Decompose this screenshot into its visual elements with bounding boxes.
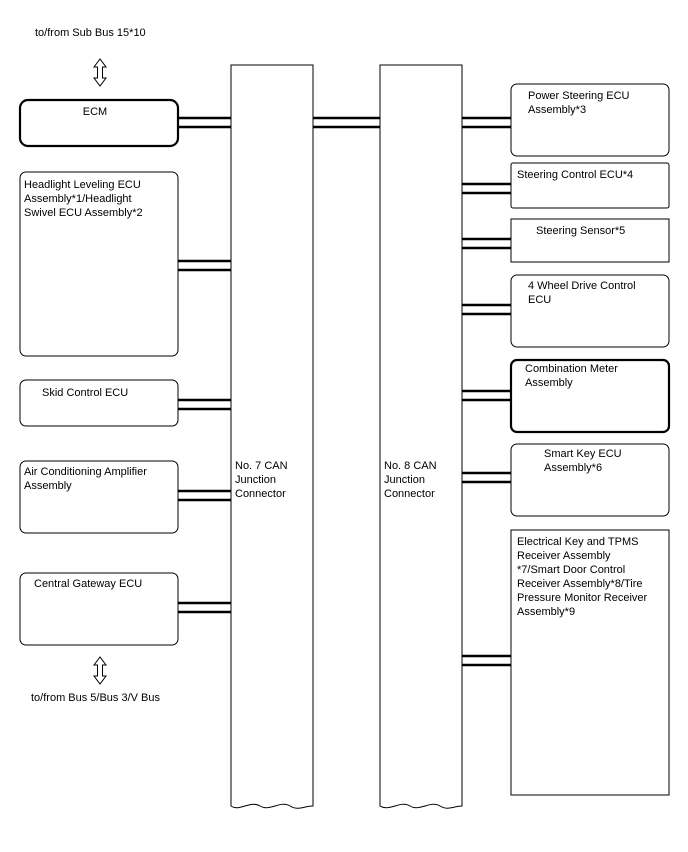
ecm-box — [18, 98, 180, 148]
ecm-label: ECM — [82, 106, 108, 118]
power-steering-ecu-label: Power Steering ECU Assembly*3 — [528, 90, 630, 116]
aircon-bus-line — [178, 489, 231, 502]
power-steering-bus-line — [462, 116, 511, 129]
steering-sensor-bus-line — [462, 237, 511, 250]
central-gateway-ecu-label: Central Gateway ECU — [34, 578, 143, 590]
skid-control-ecu-box — [19, 379, 179, 427]
central-gateway-ecu-box — [19, 572, 179, 646]
steering-control-ecu-label: Steering Control ECU*4 — [517, 169, 634, 181]
air-conditioning-amplifier-box — [19, 460, 179, 534]
combination-meter-box — [509, 358, 671, 434]
steering-control-ecu-box — [510, 162, 670, 209]
skid-bus-line — [178, 398, 231, 411]
junction-8-label: No. 8 CAN Junction Connector — [384, 460, 437, 500]
right-bus-connections — [462, 116, 511, 667]
gateway-bus-line — [178, 601, 231, 614]
tpms-receiver-box — [510, 529, 670, 796]
skid-control-ecu-label: Skid Control ECU — [42, 387, 129, 399]
4wd-control-ecu-label: 4 Wheel Drive Control ECU — [528, 280, 636, 306]
left-bus-connections — [178, 116, 231, 614]
junction-link-line — [313, 116, 380, 129]
tpms-bus-line — [462, 654, 511, 667]
4wd-bus-line — [462, 303, 511, 316]
top-bus-label: to/from Sub Bus 15*10 — [35, 27, 146, 39]
junction-7-outline — [230, 64, 314, 809]
tpms-receiver-label: Electrical Key and TPMS Receiver Assembl… — [517, 536, 648, 618]
bottom-bus-label: to/from Bus 5/Bus 3/V Bus — [31, 692, 161, 704]
headlight-ecu-label: Headlight Leveling ECU Assembly*1/Headli… — [24, 179, 143, 219]
combination-meter-label: Combination Meter Assembly — [525, 363, 618, 389]
ecm-bus-line — [178, 116, 231, 129]
headlight-bus-line — [178, 259, 231, 272]
meter-bus-line — [462, 389, 511, 402]
4wd-control-ecu-box — [510, 274, 670, 348]
bottom-bus-arrow-icon — [93, 656, 107, 685]
junction-7-label: No. 7 CAN Junction Connector — [235, 460, 288, 500]
steering-sensor-label: Steering Sensor*5 — [536, 225, 626, 237]
top-bus-arrow-icon — [93, 58, 107, 87]
smart-key-bus-line — [462, 471, 511, 484]
steering-sensor-box — [510, 218, 670, 263]
smart-key-ecu-label: Smart Key ECU Assembly*6 — [544, 448, 622, 474]
steering-control-bus-line — [462, 182, 511, 195]
air-conditioning-amplifier-label: Air Conditioning Amplifier Assembly — [24, 466, 147, 492]
power-steering-ecu-box — [510, 83, 670, 157]
headlight-ecu-box — [19, 171, 179, 357]
smart-key-ecu-box — [510, 443, 670, 517]
junction-8-outline — [379, 64, 463, 809]
